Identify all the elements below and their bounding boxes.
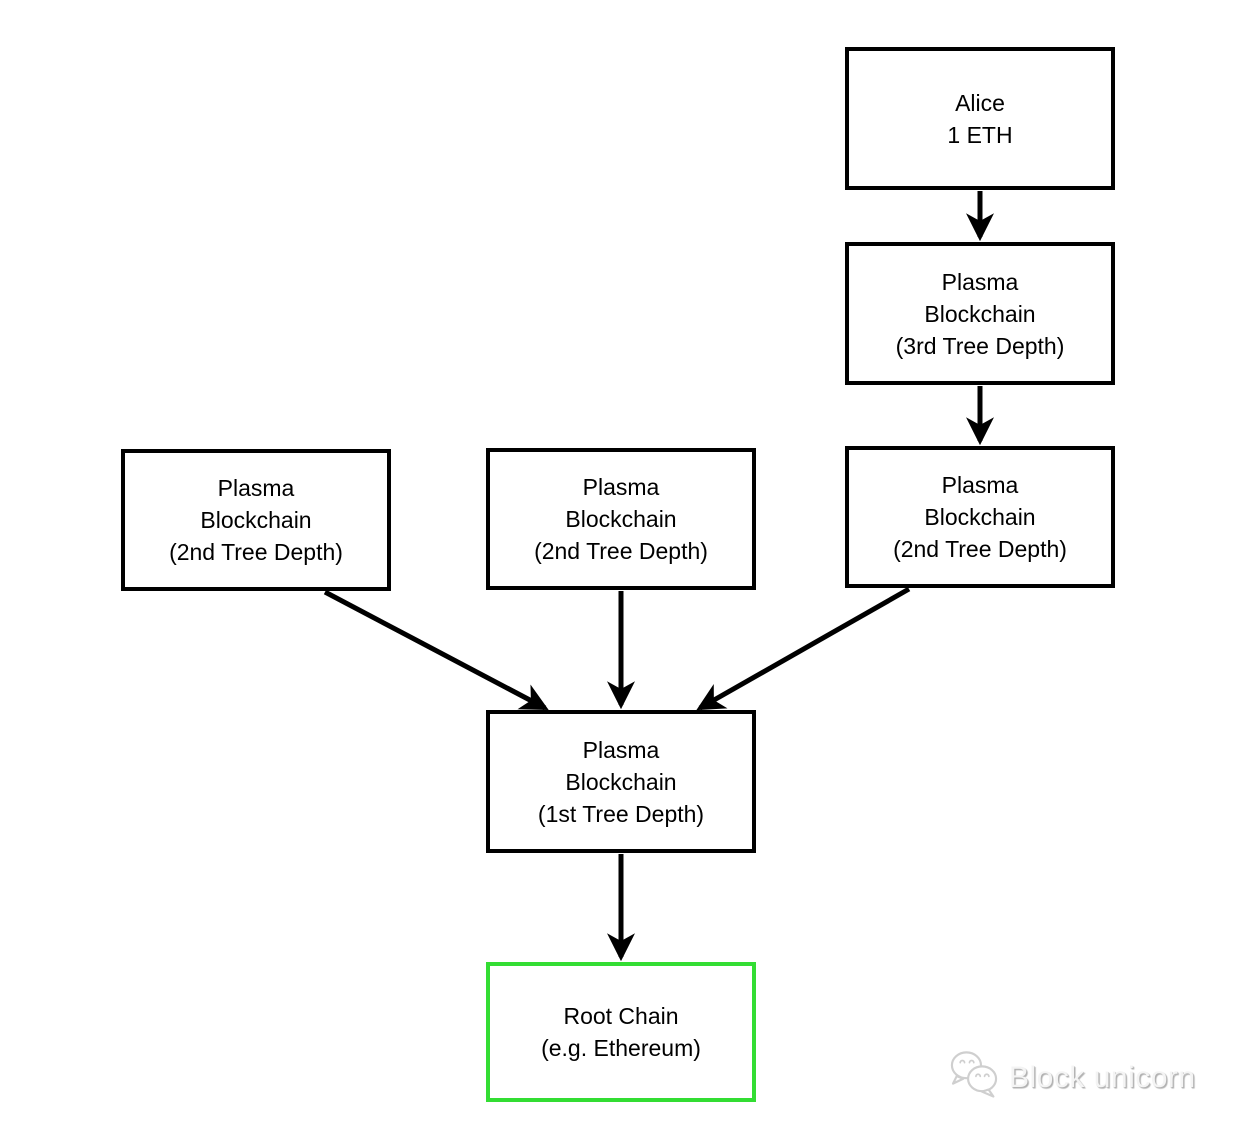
node-root-chain: Root Chain (e.g. Ethereum) — [486, 962, 756, 1102]
node-label-line: Blockchain — [924, 504, 1036, 530]
watermark-text: Block unicorn — [1009, 1060, 1196, 1094]
node-label-line: (1st Tree Depth) — [537, 800, 705, 827]
node-label-line: Plasma — [582, 474, 660, 500]
node-label-line: Plasma — [217, 475, 295, 501]
node-label-line: Plasma — [941, 268, 1019, 295]
node-label-line: Blockchain — [924, 300, 1036, 327]
node-label-line: Plasma — [582, 736, 660, 763]
node-label-line: Plasma — [941, 472, 1019, 498]
node-alice: Alice 1 ETH — [845, 47, 1115, 190]
node-label-line: Root Chain — [563, 1003, 679, 1029]
arrow-2nd-right-to-1st-depth — [696, 586, 911, 711]
node-label-line: (2nd Tree Depth) — [893, 536, 1067, 562]
node-label-line: (2nd Tree Depth) — [169, 539, 343, 565]
node-label-line: Blockchain — [565, 506, 677, 532]
node-label-line: (e.g. Ethereum) — [541, 1035, 701, 1061]
node-plasma-blockchain-1st-depth: Plasma Blockchain (1st Tree Depth) — [486, 710, 756, 853]
node-alice-line: Alice — [955, 89, 1005, 116]
node-label-line: Blockchain — [200, 507, 312, 533]
node-label-line: (3rd Tree Depth) — [895, 332, 1065, 359]
node-plasma-blockchain-2nd-depth-center: Plasma Blockchain (2nd Tree Depth) — [486, 448, 756, 590]
node-plasma-blockchain-2nd-depth-left: Plasma Blockchain (2nd Tree Depth) — [121, 449, 391, 591]
node-plasma-blockchain-2nd-depth-right: Plasma Blockchain (2nd Tree Depth) — [845, 446, 1115, 588]
node-label-line: (2nd Tree Depth) — [534, 538, 708, 564]
watermark: Block unicorn — [946, 1048, 1196, 1107]
node-alice-line: 1 ETH — [947, 121, 1013, 148]
node-plasma-blockchain-3rd-depth: Plasma Blockchain (3rd Tree Depth) — [845, 242, 1115, 385]
node-label-line: Blockchain — [565, 768, 677, 795]
arrow-2nd-left-to-1st-depth — [323, 589, 549, 711]
chat-bubbles-icon — [946, 1048, 1002, 1107]
